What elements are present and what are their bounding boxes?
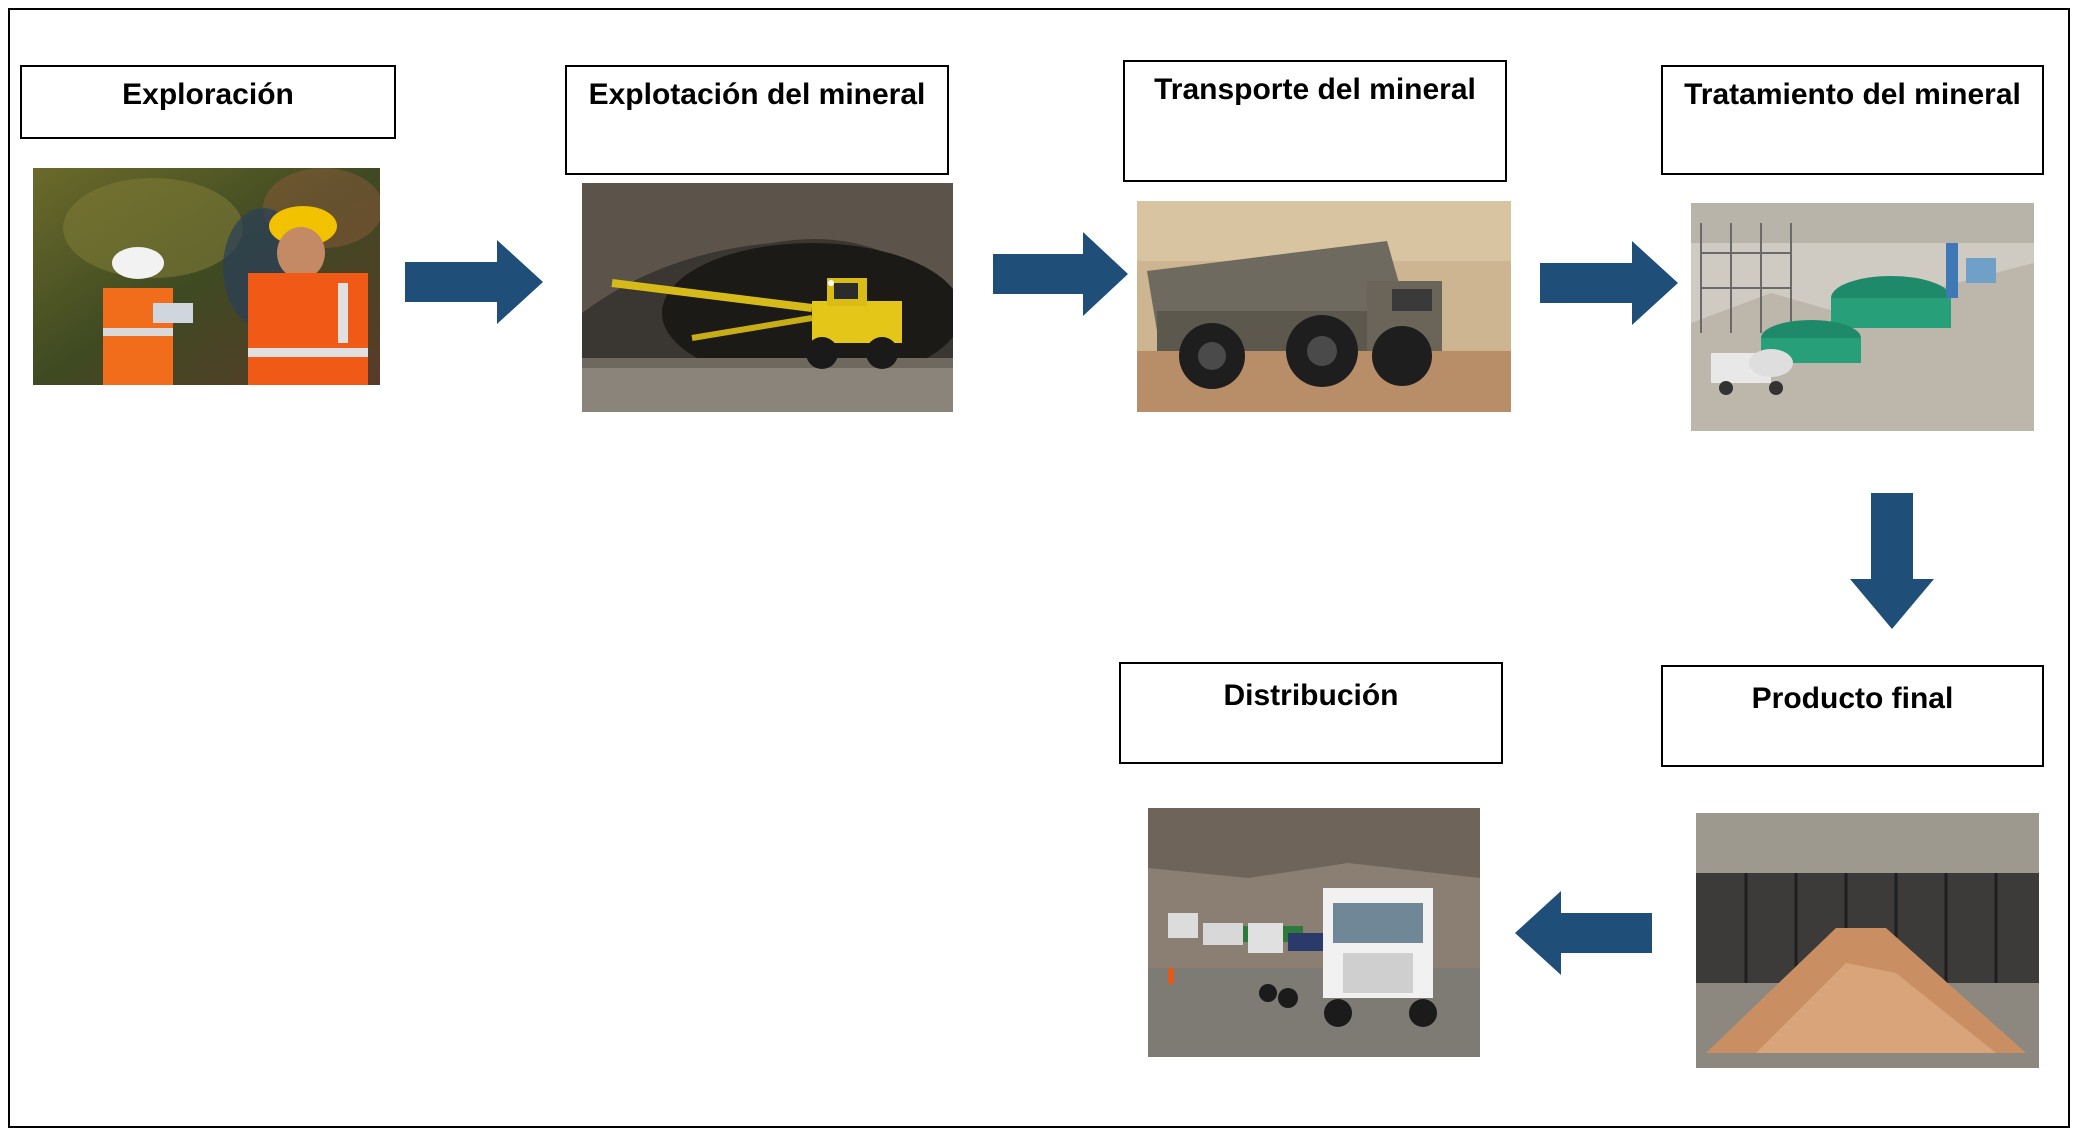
step-text: Transporte del mineral — [1154, 73, 1476, 106]
step-text: Distribución — [1223, 679, 1399, 712]
step-text: Exploración — [122, 78, 294, 111]
flow-arrow-right-icon — [1540, 241, 1678, 325]
step-label-distribucion: Distribución — [1119, 662, 1503, 764]
flow-arrow-down-icon — [1850, 493, 1934, 629]
step-text: Tratamiento del mineral — [1684, 78, 2021, 111]
drill-rig-photo — [582, 183, 953, 412]
arrow-shape — [1515, 891, 1652, 975]
step-label-exploracion: Exploración — [20, 65, 396, 139]
flow-arrow-right-icon — [993, 232, 1128, 316]
miners-photo — [33, 168, 380, 385]
step-text: Explotación del mineral — [588, 78, 926, 111]
arrow-shape — [405, 240, 543, 324]
step-label-transporte: Transporte del mineral — [1123, 60, 1507, 182]
flow-arrow-right-icon — [405, 240, 543, 324]
flow-arrow-left-icon — [1515, 891, 1652, 975]
step-label-tratamiento: Tratamiento del mineral — [1661, 65, 2044, 175]
arrow-shape — [1540, 241, 1678, 325]
concentrate-pile-photo — [1696, 813, 2039, 1068]
step-label-producto: Producto final — [1661, 665, 2044, 767]
haul-truck-photo — [1137, 201, 1511, 412]
step-text: Producto final — [1751, 682, 1954, 715]
arrow-shape — [1850, 493, 1934, 629]
processing-plant-photo — [1691, 203, 2034, 431]
step-label-explotacion: Explotación del mineral — [565, 65, 949, 175]
arrow-shape — [993, 232, 1128, 316]
trucks-convoy-photo — [1148, 808, 1480, 1057]
